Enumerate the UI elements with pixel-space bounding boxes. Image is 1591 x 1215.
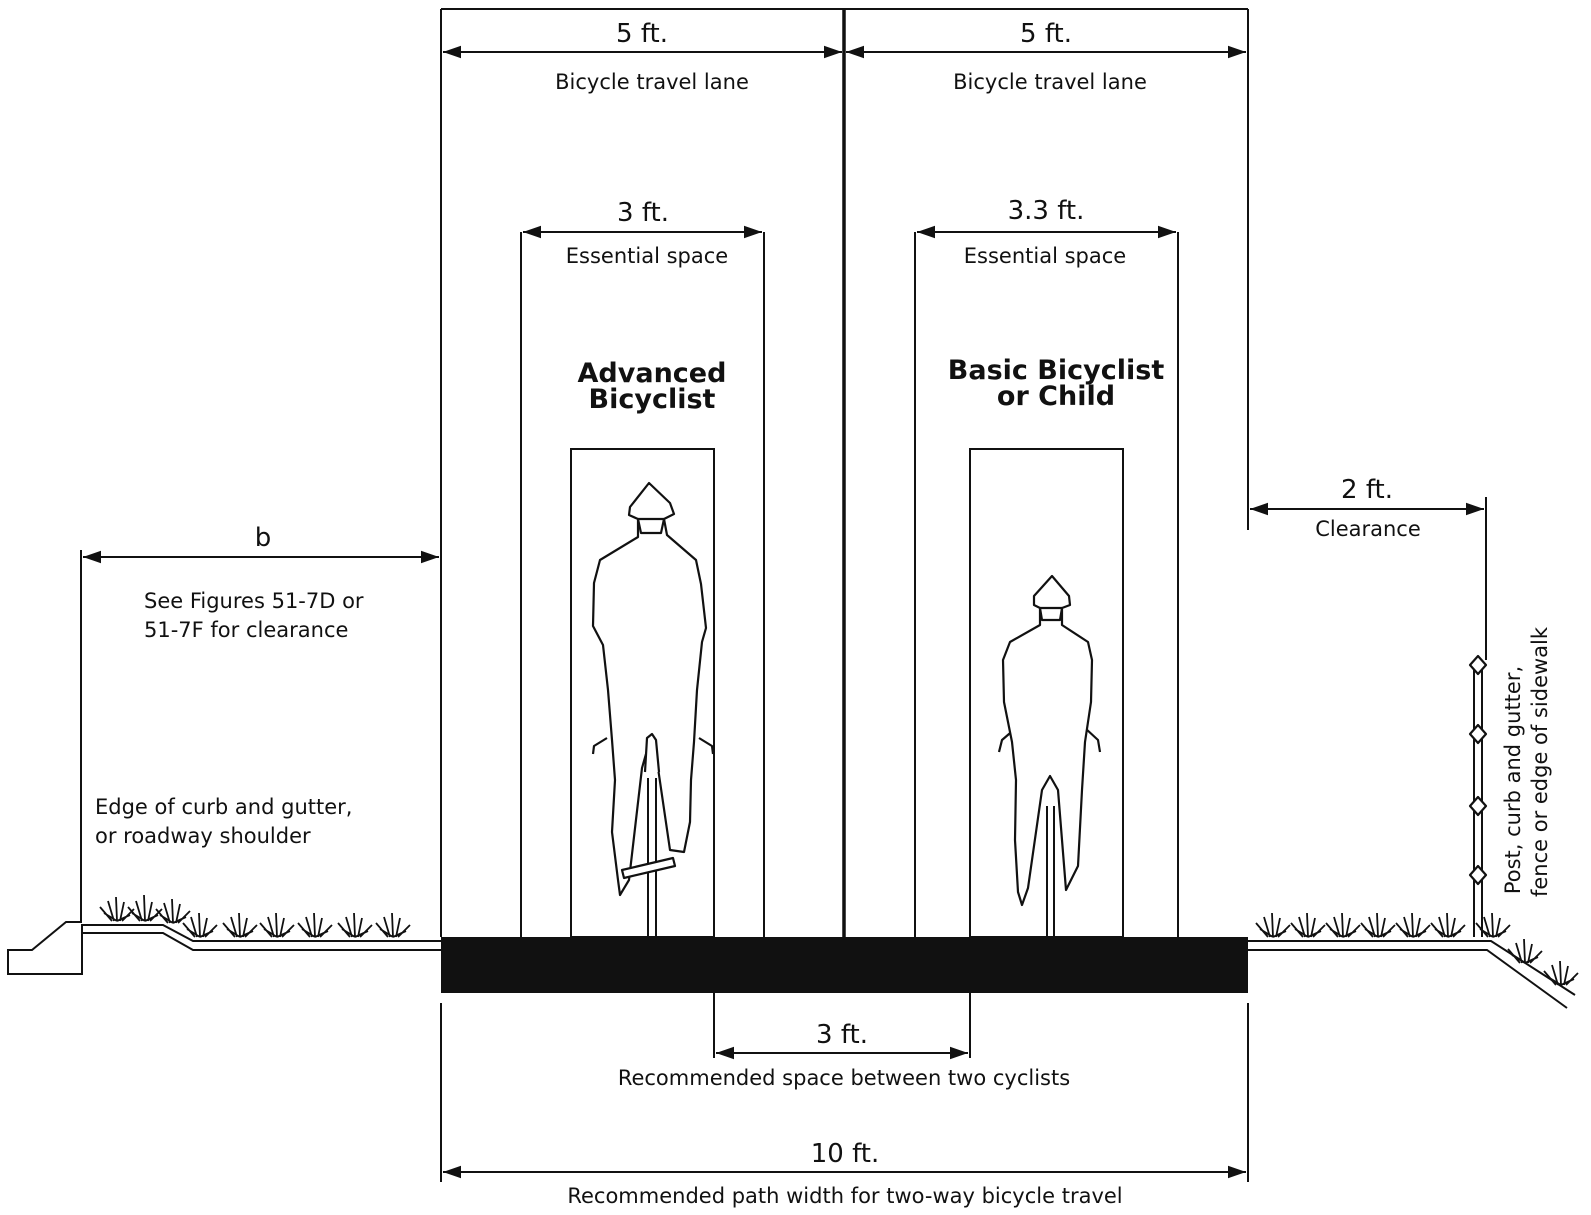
advanced-bicyclist-title-line1: Advanced	[578, 358, 727, 389]
left-clearance-dimension: b	[255, 523, 272, 553]
left-essential-label: Essential space	[566, 244, 728, 268]
left-lane-width: 5 ft.	[616, 19, 668, 49]
path-width-dimension: 10 ft.	[811, 1139, 880, 1169]
right-clearance-dimension: 2 ft.	[1341, 475, 1393, 505]
left-essential-space-box	[520, 225, 765, 937]
basic-bicyclist-title-line1: Basic Bicyclist	[948, 355, 1165, 386]
path-width-label: Recommended path width for two-way bicyc…	[567, 1184, 1122, 1208]
post-label-line2: fence or edge of sidewalk	[1528, 626, 1552, 897]
pavement	[441, 937, 1248, 993]
post	[1468, 654, 1488, 937]
right-lane-label: Bicycle travel lane	[953, 70, 1147, 94]
between-dimension: 3 ft.	[816, 1020, 868, 1050]
basic-bicyclist-title-line2: or Child	[997, 381, 1115, 412]
edge-of-curb-label-line1: Edge of curb and gutter,	[95, 795, 352, 819]
right-lane-width: 5 ft.	[1020, 19, 1072, 49]
left-essential-width: 3 ft.	[617, 198, 669, 228]
grass-tufts	[99, 894, 1579, 986]
left-lane-label: Bicycle travel lane	[555, 70, 749, 94]
left-ground	[7, 550, 441, 975]
right-essential-width: 3.3 ft.	[1008, 196, 1085, 226]
right-ground	[1248, 940, 1576, 1009]
basic-cyclist-figure	[997, 574, 1102, 937]
left-clearance-note-line1: See Figures 51-7D or	[144, 589, 364, 613]
lane-frame	[440, 8, 1249, 937]
right-essential-label: Essential space	[964, 244, 1126, 268]
right-clearance-label: Clearance	[1315, 517, 1421, 541]
advanced-cyclist-figure	[591, 481, 715, 937]
between-label: Recommended space between two cyclists	[618, 1066, 1070, 1090]
advanced-bicyclist-title-line2: Bicyclist	[589, 384, 716, 415]
left-clearance-note-line2: 51-7F for clearance	[144, 618, 348, 642]
post-label-line1: Post, curb and gutter,	[1501, 666, 1525, 894]
edge-of-curb-label-line2: or roadway shoulder	[95, 824, 311, 848]
right-essential-space-box	[914, 225, 1179, 937]
